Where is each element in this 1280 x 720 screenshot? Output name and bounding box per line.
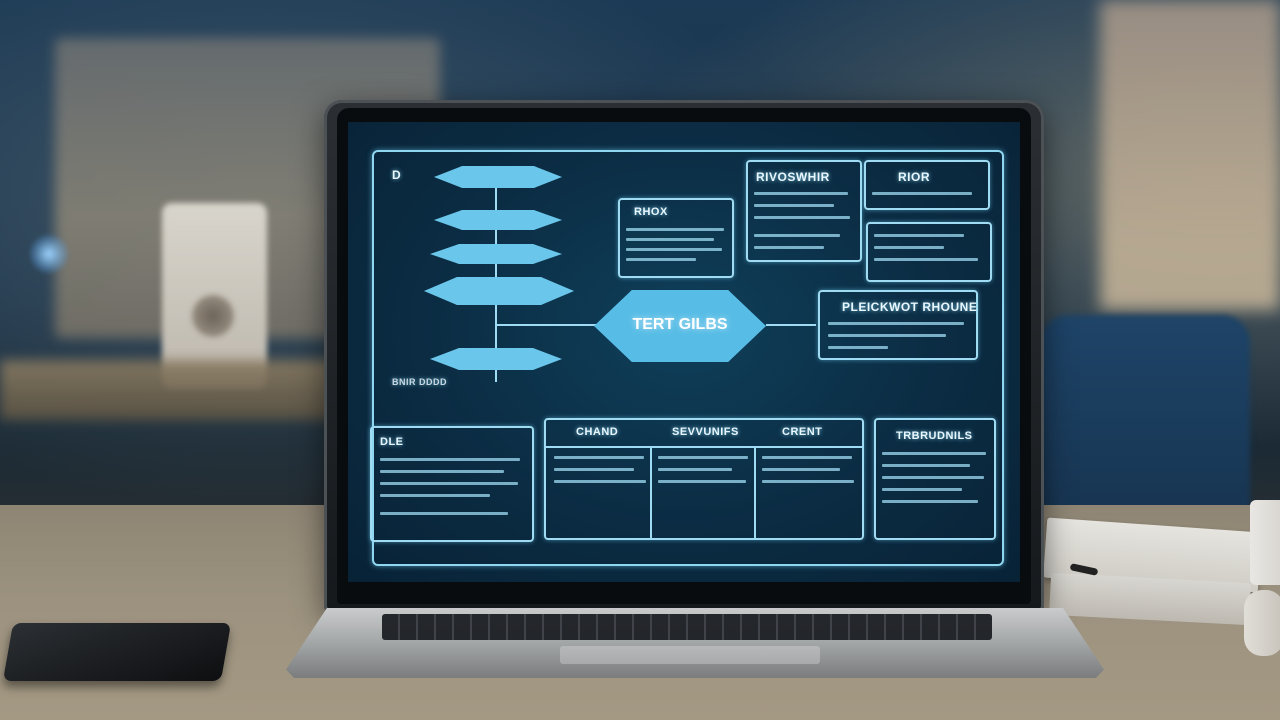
background-light [30,235,68,273]
table-header: SEVVUNIFS [672,426,739,438]
flow-connector [496,324,596,326]
center-node: TERT GILBS [594,290,766,362]
info-box: RHOX [618,198,734,278]
flow-node [434,210,562,230]
info-box: PLEICKWOT RHOUNE [818,290,978,360]
table-header: CHAND [576,426,619,438]
smartphone [2,623,232,681]
flow-node [434,166,562,188]
info-box-title: RIOR [898,170,930,184]
flow-node [424,277,574,305]
cup [1244,590,1280,656]
info-box [866,222,992,282]
annotation-text: BNIR DDDD [392,377,447,387]
info-box-title: RHOX [634,206,668,218]
info-box-title: RIVOSWHIR [756,170,830,184]
speaker-cone [192,295,234,337]
info-box: RIVOSWHIR [746,160,862,262]
info-box-title: TRBRUDNILS [896,430,973,442]
table-header: CRENT [782,426,823,438]
background-panel [1100,0,1280,310]
info-box: RIOR [864,160,990,210]
cup [1250,500,1280,585]
flow-node [430,348,562,370]
diagram-frame [372,150,1004,566]
data-table: CHAND SEVVUNIFS CRENT [544,418,864,540]
info-box-title: PLEICKWOT RHOUNE [842,300,978,314]
background-shelf [0,360,340,420]
background-chair [1040,315,1250,515]
flow-connector [766,324,816,326]
info-box: DLE [370,426,534,542]
laptop-screen: D TERT GILBS BNIR DDDD RHOX RIVOSWHIR RI… [348,122,1020,582]
info-box-title: DLE [380,436,404,448]
trackpad [560,646,820,664]
center-node-label: TERT GILBS [632,316,728,333]
info-box: TRBRUDNILS [874,418,996,540]
corner-label: D [392,168,402,182]
keyboard [382,614,992,640]
flow-node [430,244,562,264]
